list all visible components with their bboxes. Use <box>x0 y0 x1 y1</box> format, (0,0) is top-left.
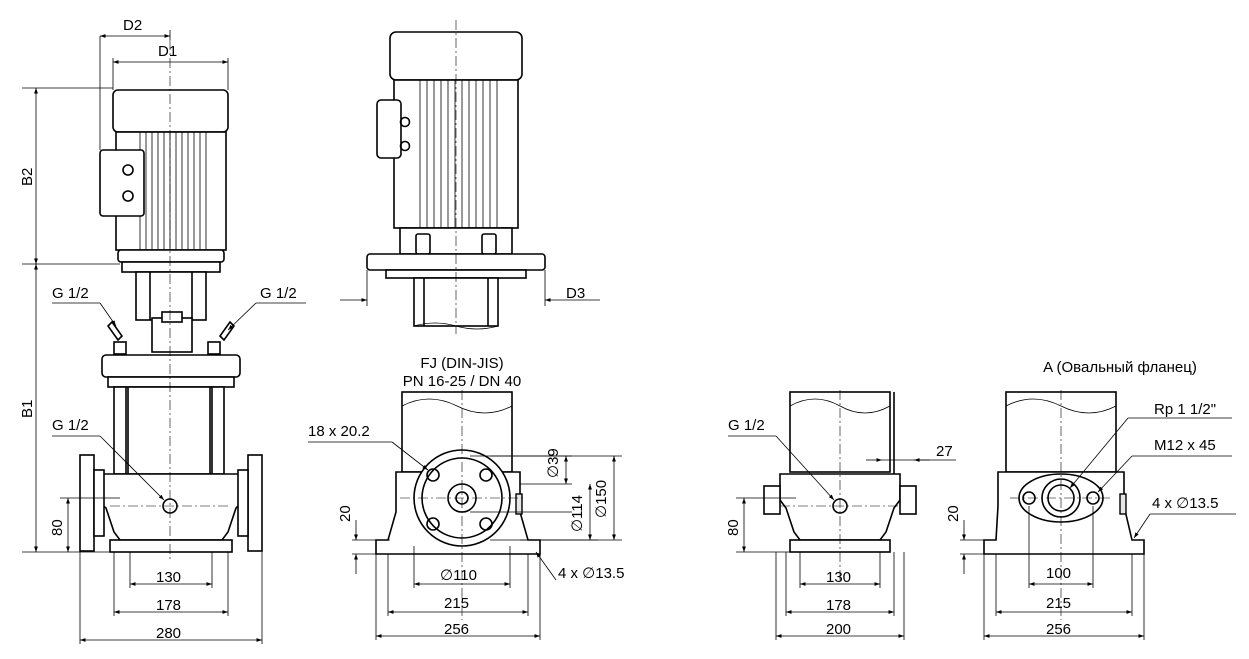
label-215-fj: 215 <box>444 595 469 612</box>
label-280: 280 <box>156 625 181 642</box>
label-27: 27 <box>936 443 953 460</box>
base-view-rp <box>728 390 956 640</box>
label-d3: D3 <box>566 285 585 302</box>
label-256-fj: 256 <box>444 621 469 638</box>
label-20-fj: 20 <box>337 505 354 522</box>
label-g-half-inlet: G 1/2 <box>52 417 89 434</box>
label-dia39: ∅39 <box>545 448 562 478</box>
label-178-base: 178 <box>826 597 851 614</box>
label-256-oval: 256 <box>1046 621 1071 638</box>
label-200: 200 <box>826 621 851 638</box>
label-g-half-left: G 1/2 <box>52 285 89 302</box>
label-4-holes-oval: 4 x ∅13.5 <box>1152 495 1218 512</box>
label-fj-title-2: PN 16-25 / DN 40 <box>403 373 521 390</box>
label-dia110: ∅110 <box>440 567 477 584</box>
label-18-holes: 18 x 20.2 <box>308 423 370 440</box>
label-b1: B1 <box>19 400 36 418</box>
label-178-side: 178 <box>156 597 181 614</box>
label-80-side: 80 <box>49 519 66 536</box>
label-215-oval: 215 <box>1046 595 1071 612</box>
label-20-oval: 20 <box>945 505 962 522</box>
label-m12: M12 x 45 <box>1154 437 1216 454</box>
label-rp: Rp 1 1/2" <box>1154 401 1216 418</box>
side-view-dimensions <box>22 30 306 644</box>
fj-flange-view <box>308 390 622 640</box>
label-oval-title: A (Овальный фланец) <box>1043 359 1197 376</box>
label-d1: D1 <box>158 43 177 60</box>
label-fj-title-1: FJ (DIN-JIS) <box>420 355 503 372</box>
label-130-base: 130 <box>826 569 851 586</box>
motor-front-view <box>340 20 600 334</box>
oval-flange-view <box>960 390 1236 640</box>
label-100: 100 <box>1046 565 1071 582</box>
label-dia114: ∅114 <box>569 495 586 532</box>
label-g-half-base: G 1/2 <box>728 417 765 434</box>
label-d2: D2 <box>123 17 142 34</box>
label-130-side: 130 <box>156 569 181 586</box>
label-g-half-right: G 1/2 <box>260 285 297 302</box>
label-dia150: ∅150 <box>593 480 610 518</box>
label-80-base: 80 <box>725 519 742 536</box>
pump-side-view <box>79 40 263 560</box>
label-4-holes-fj: 4 x ∅13.5 <box>558 565 624 582</box>
labels: D2 D1 B2 B1 G 1/2 G 1/2 G 1/2 80 130 178… <box>19 17 1218 642</box>
label-b2: B2 <box>19 168 36 186</box>
